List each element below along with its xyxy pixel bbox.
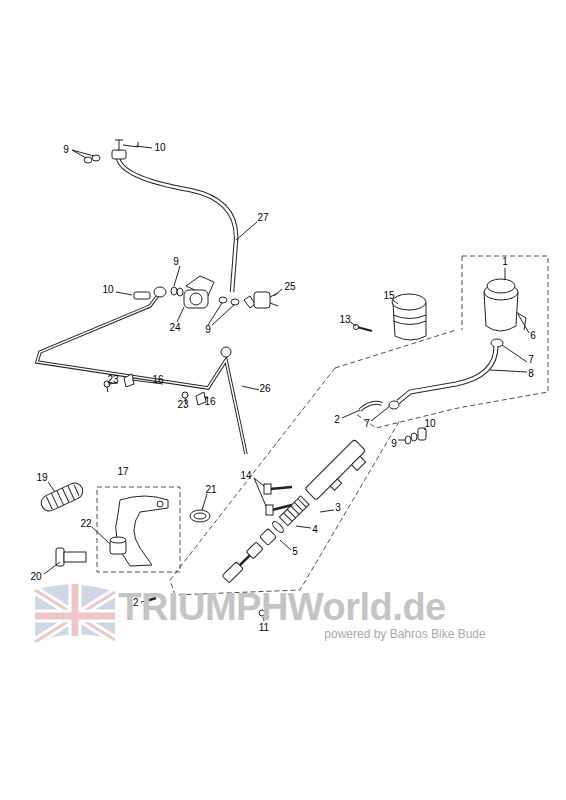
callout-number: 8: [528, 369, 534, 379]
callout-number: 17: [117, 467, 128, 477]
callout-number: 26: [259, 384, 270, 394]
callout-number: 16: [152, 375, 163, 385]
callout-number: 10: [154, 143, 165, 153]
callout-number: 25: [284, 282, 295, 292]
callout-number: 23: [177, 400, 188, 410]
flag-watermark: [35, 584, 115, 642]
callout-number: 22: [80, 519, 91, 529]
callout-number: 10: [424, 419, 435, 429]
master-cylinder: [220, 439, 371, 590]
watermark-text: TRIUMPHWorld.de: [118, 588, 445, 626]
callout-number: 24: [169, 323, 180, 333]
callout-number: 3: [335, 503, 341, 513]
callout-number: 19: [36, 473, 47, 483]
callout-number: 27: [257, 213, 268, 223]
callout-number: 7: [364, 419, 370, 429]
callout-number: 9: [391, 439, 397, 449]
callout-number: 2: [334, 415, 340, 425]
callout-number: 9: [173, 257, 179, 267]
callout-number: 9: [63, 145, 69, 155]
callout-number: 1: [502, 257, 508, 267]
callout-number: 7: [528, 355, 534, 365]
callout-number: 6: [530, 331, 536, 341]
callout-number: 16: [204, 397, 215, 407]
callout-number: 20: [30, 572, 41, 582]
callout-number: 15: [383, 291, 394, 301]
callout-number: 14: [240, 471, 251, 481]
callout-number: 13: [339, 315, 350, 325]
callout-number: 9: [205, 325, 211, 335]
callout-number: 21: [205, 485, 216, 495]
callout-number: 4: [312, 525, 318, 535]
callout-number: 23: [107, 375, 118, 385]
callout-number: 10: [102, 285, 113, 295]
callout-number: 5: [292, 547, 298, 557]
watermark-text: powered by Bahros Bike Bude: [324, 628, 485, 640]
